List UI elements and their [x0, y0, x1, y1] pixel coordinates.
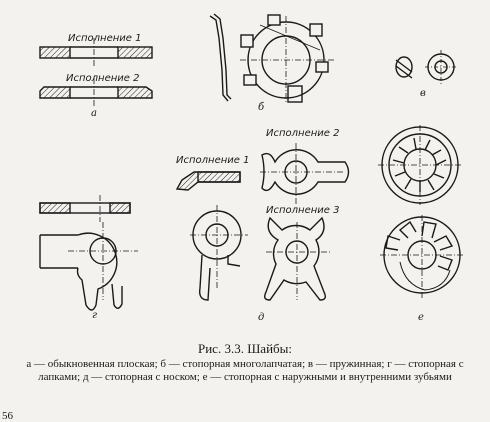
washer-d-section — [175, 171, 241, 191]
letter-b: б — [258, 102, 265, 113]
label-ispolnenie-2-d: Исполнение 2 — [266, 128, 340, 139]
label-ispolnenie-1-d: Исполнение 1 — [176, 155, 250, 166]
washer-d-front-view-1 — [190, 205, 248, 301]
washer-d-front-view-2 — [260, 143, 350, 205]
letter-v: в — [420, 88, 426, 99]
washer-d-front-view-3 — [263, 216, 330, 301]
label-ispolnenie-1-a: Исполнение 1 — [68, 33, 142, 44]
page-number: 56 — [2, 410, 13, 422]
figure-caption-text: а — обыкновенная плоская; б — стопорная … — [26, 358, 464, 383]
washer-a-section-2 — [39, 78, 153, 106]
letter-g: г — [92, 310, 98, 321]
washer-g-section — [39, 195, 131, 222]
washers-technical-drawing — [39, 13, 464, 311]
label-ispolnenie-3-d: Исполнение 3 — [266, 205, 340, 216]
washer-a-section-1 — [39, 38, 153, 66]
washer-e-internal-teeth — [378, 125, 462, 205]
label-ispolnenie-2-a: Исполнение 2 — [66, 73, 140, 84]
washer-v-spring — [395, 50, 458, 84]
washer-g-front-view — [39, 222, 138, 311]
letter-e: е — [418, 312, 424, 323]
washer-b-front-view — [240, 14, 335, 104]
figure-caption-title: Рис. 3.3. Шайбы: — [197, 341, 292, 356]
washer-b-side-view — [209, 13, 232, 102]
letter-a: а — [91, 108, 97, 119]
letter-d: д — [258, 312, 265, 323]
washer-e-external-teeth — [380, 215, 464, 300]
